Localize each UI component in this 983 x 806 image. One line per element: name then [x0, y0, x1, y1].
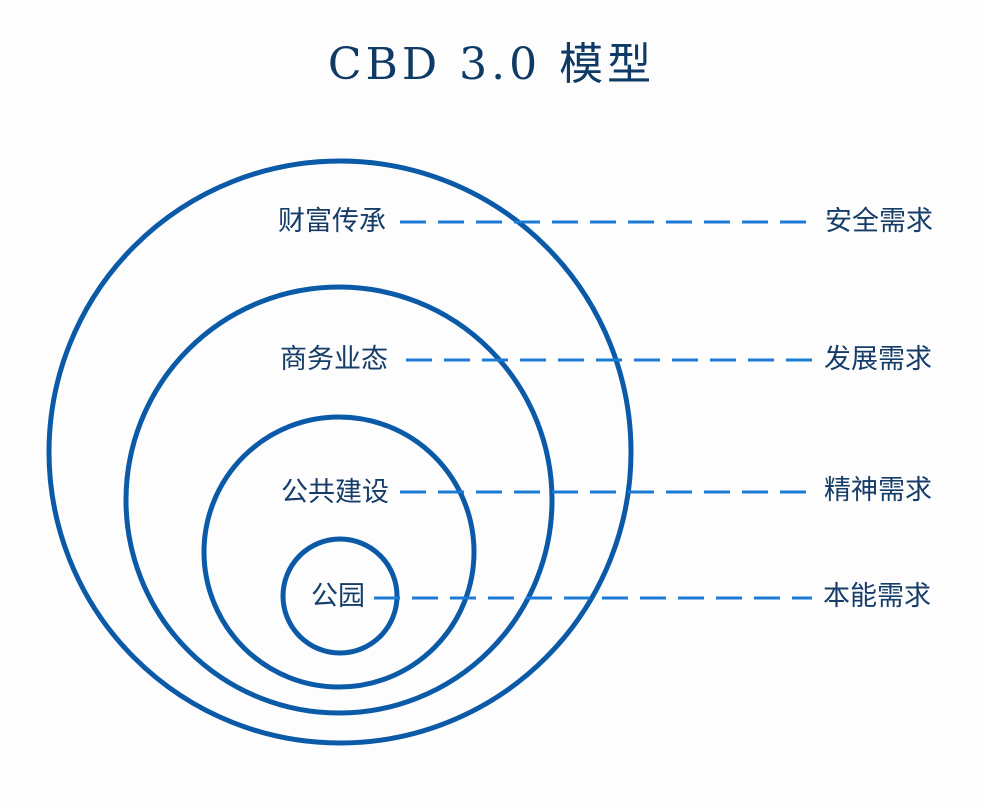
circle-layer-2	[123, 284, 555, 716]
need-label-instinct: 本能需求	[823, 581, 931, 612]
circle-layer-4	[280, 536, 400, 656]
need-label-development: 发展需求	[824, 344, 932, 375]
need-label-safety: 安全需求	[825, 206, 933, 237]
layer-label-business: 商务业态	[280, 344, 388, 375]
layer-label-wealth: 财富传承	[278, 206, 386, 237]
circle-layer-3	[201, 414, 477, 690]
circle-layer-1	[46, 158, 634, 746]
diagram-title: CBD 3.0 模型	[327, 39, 656, 90]
layer-label-park: 公园	[311, 581, 365, 612]
layer-label-public: 公共建设	[281, 477, 389, 508]
need-label-spiritual: 精神需求	[824, 475, 932, 506]
